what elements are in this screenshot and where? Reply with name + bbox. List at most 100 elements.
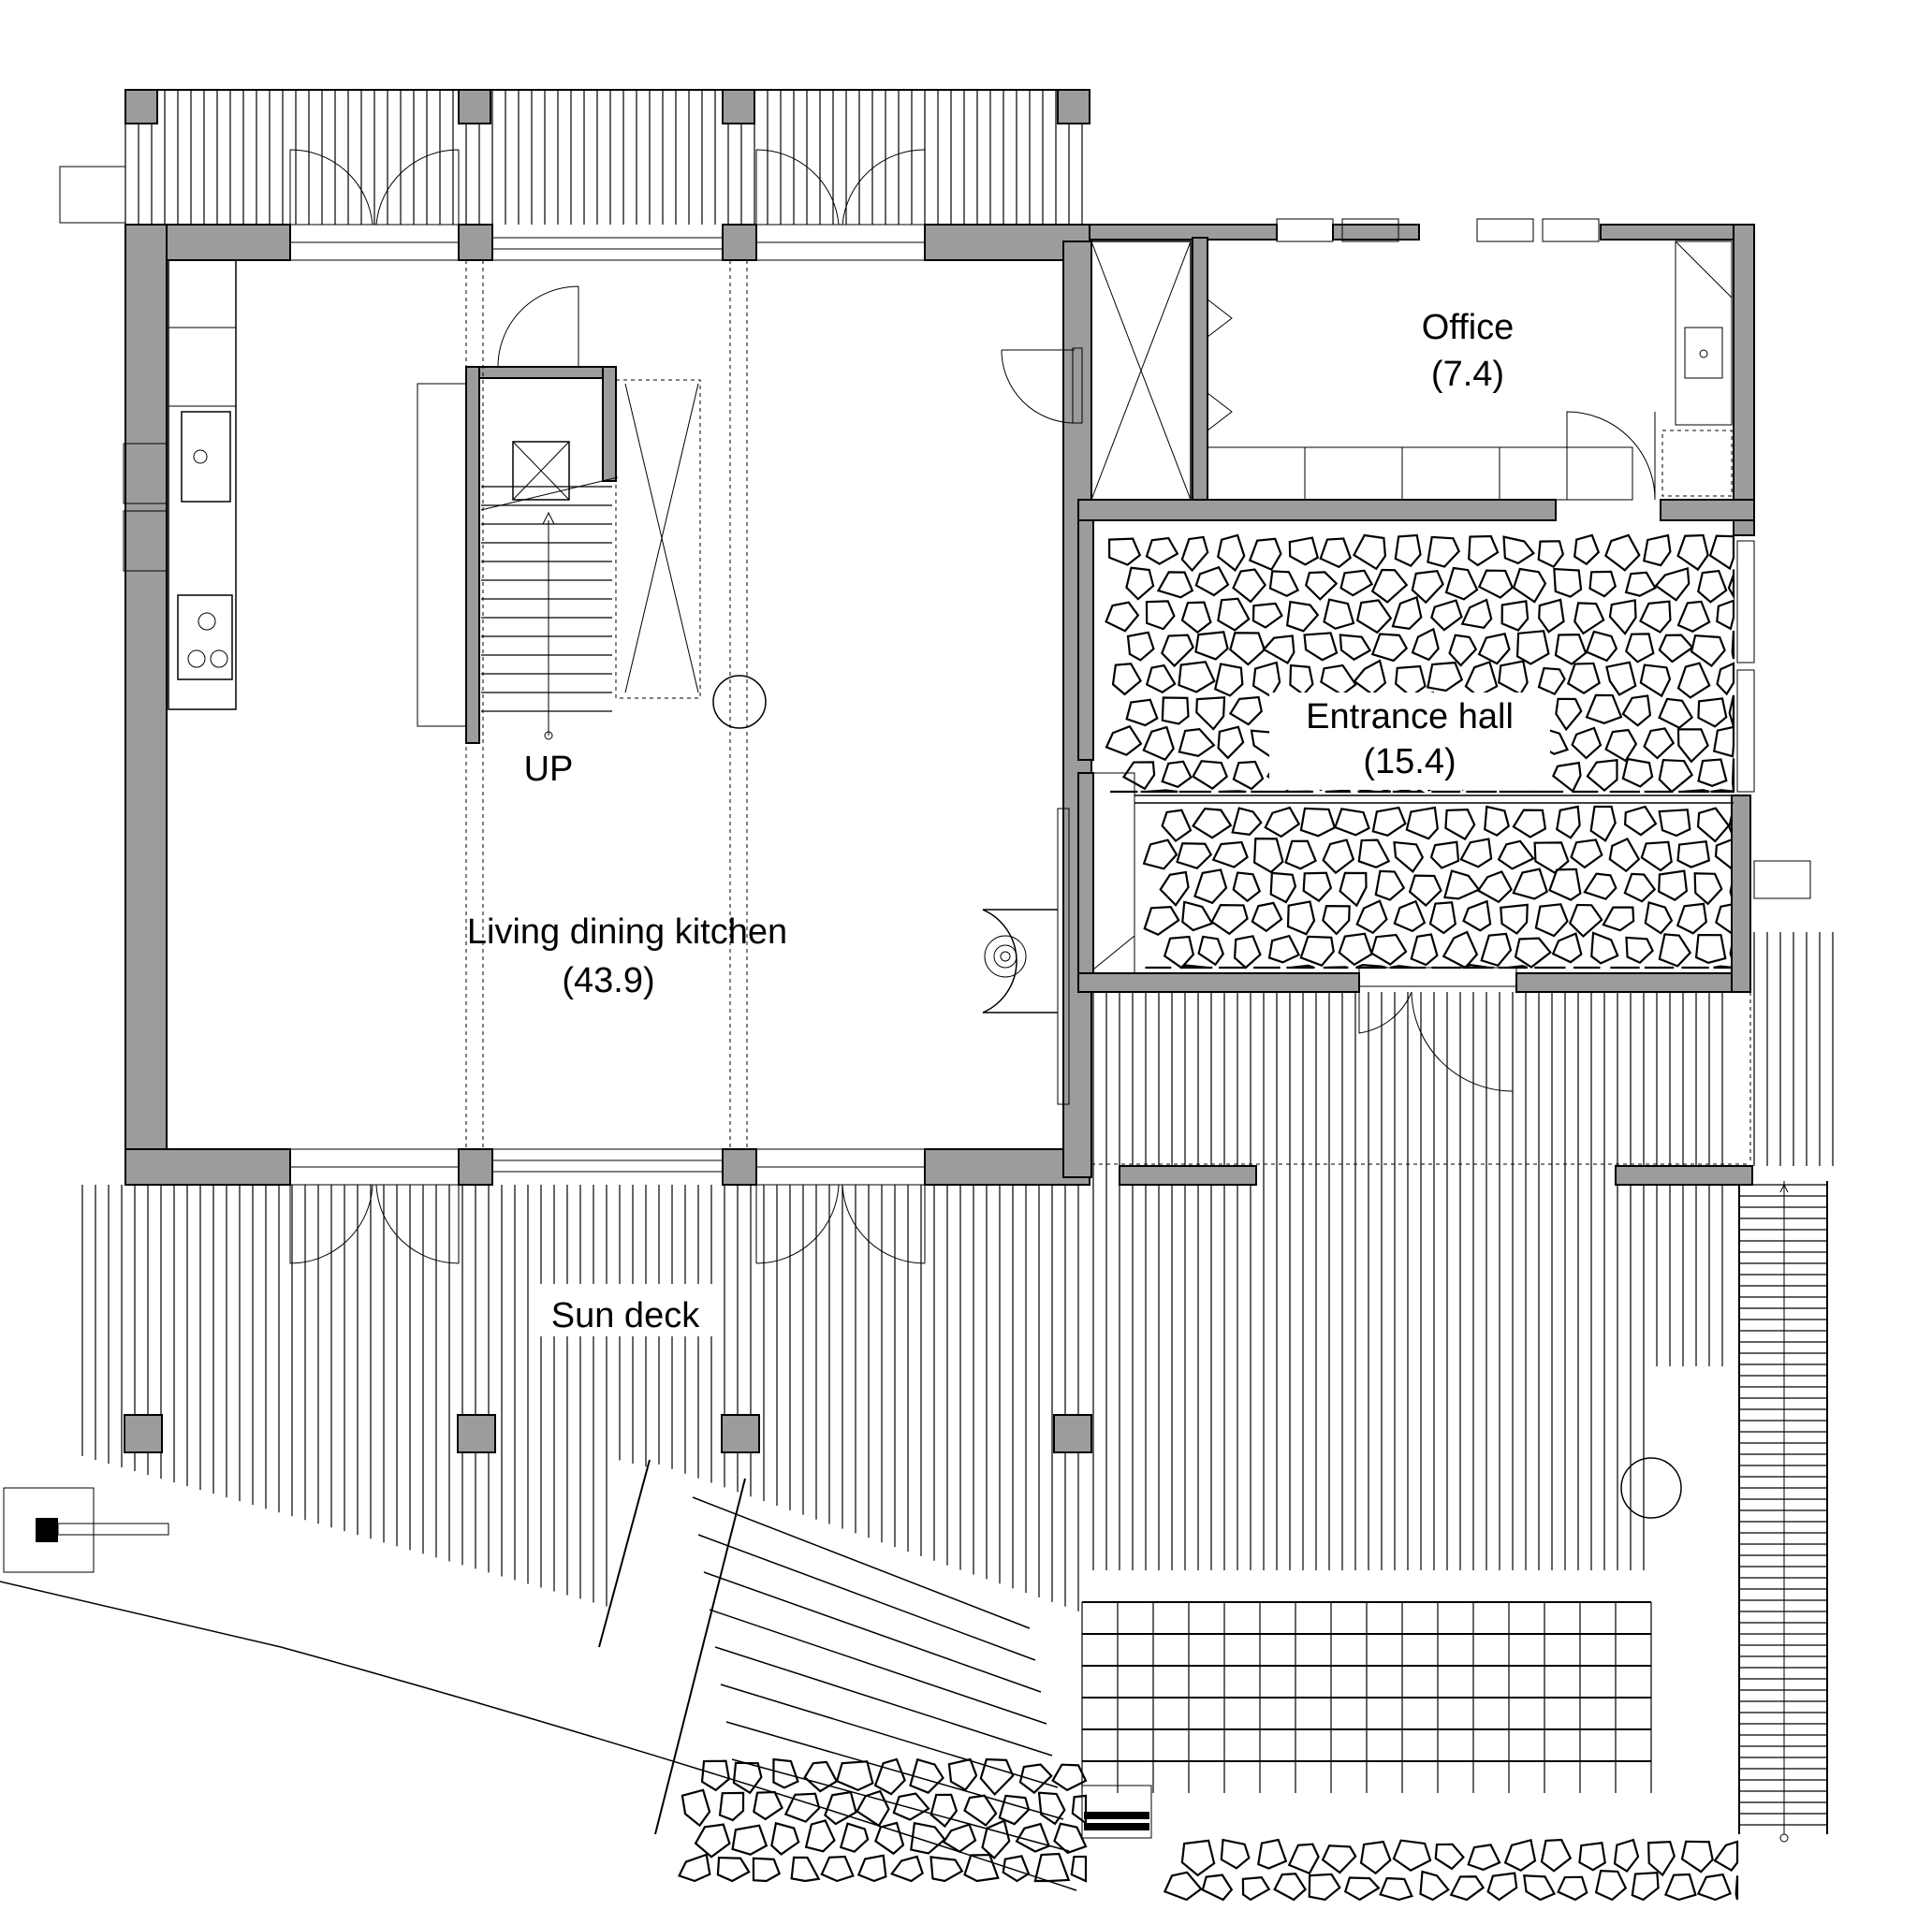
paving-stone — [1604, 728, 1638, 763]
paving-stone — [1267, 934, 1301, 964]
paving-stone — [1322, 838, 1355, 875]
paving-stone — [1497, 839, 1535, 870]
paving-stone — [1557, 1875, 1588, 1902]
paving-stone — [1639, 663, 1672, 698]
paving-stone — [963, 1853, 1000, 1883]
paving-stone — [1268, 570, 1300, 598]
paving-stone — [1621, 757, 1654, 788]
paving-stone — [1394, 533, 1422, 568]
paving-stone — [1339, 634, 1372, 662]
paving-stone — [1411, 627, 1440, 662]
paving-stone — [1585, 693, 1623, 724]
paving-stone — [1251, 602, 1283, 629]
paving-stone — [1728, 694, 1735, 727]
paving-stone — [1197, 935, 1224, 967]
paving-stone — [1658, 809, 1691, 838]
paving-stone — [874, 1821, 905, 1856]
entrance-step — [1092, 772, 1734, 974]
paving-stone — [1690, 634, 1726, 667]
paving-stone — [1573, 602, 1605, 635]
paving-stone — [1548, 868, 1582, 901]
paving-stone — [1716, 599, 1735, 631]
paving-stone — [1391, 595, 1423, 631]
paving-stone — [1462, 899, 1492, 932]
paving-stone — [1555, 697, 1583, 732]
paving-stone — [1105, 724, 1143, 756]
paving-stone — [1537, 540, 1565, 569]
paving-stone — [1302, 871, 1333, 903]
paving-stone — [1515, 630, 1550, 665]
paving-stone — [1428, 901, 1457, 935]
paving-stone — [1176, 842, 1213, 870]
paving-stone — [1605, 661, 1637, 696]
paving-stone — [1299, 935, 1335, 968]
office-area: (7.4) — [1431, 355, 1504, 394]
paving-stone — [1419, 1870, 1450, 1902]
paving-stone — [1142, 725, 1175, 762]
paving-stone — [1269, 871, 1297, 904]
paving-stone — [1143, 906, 1180, 937]
paving-stone — [753, 1790, 783, 1821]
paving-stone — [1697, 697, 1728, 728]
paving-stone — [1213, 663, 1244, 697]
diagonal-step — [714, 1646, 1053, 1757]
paving-stone — [1303, 632, 1339, 662]
paving-stone — [1111, 663, 1143, 696]
paving-stone — [732, 1761, 763, 1795]
paving-stone — [1712, 725, 1735, 758]
paving-stone — [1578, 1842, 1606, 1872]
paving-stone — [1370, 568, 1409, 604]
paving-stone — [1211, 840, 1249, 868]
paving-stone — [1512, 809, 1547, 838]
entrance-hall-name: Entrance hall — [1306, 697, 1514, 736]
paving-stone — [1231, 807, 1263, 836]
paving-stone — [1248, 537, 1282, 572]
entrance-label-bg — [1269, 693, 1550, 790]
paving-stone — [1502, 535, 1535, 565]
paving-stone — [1163, 1871, 1203, 1902]
paving-stone — [1594, 1869, 1628, 1902]
paving-stone — [1477, 569, 1515, 599]
paving-stone — [1179, 964, 1213, 970]
paving-stone — [1156, 571, 1194, 599]
paving-stone — [1408, 874, 1442, 907]
paving-stone — [1264, 806, 1301, 838]
paving-stone — [1053, 1822, 1088, 1855]
paving-stone — [1658, 869, 1689, 901]
paving-stone — [1145, 536, 1179, 565]
paving-stone — [1731, 758, 1735, 792]
paving-stone — [1308, 1873, 1341, 1902]
paving-stone — [1195, 696, 1226, 731]
office-fixtures — [1207, 241, 1733, 501]
paving-stone — [873, 1757, 906, 1796]
paving-stone — [803, 1760, 839, 1793]
paving-stone — [783, 1792, 821, 1823]
paving-stone — [1713, 965, 1734, 970]
paving-stone — [1573, 533, 1601, 566]
paving-stone — [1484, 805, 1511, 837]
paving-stone — [804, 1819, 836, 1853]
paving-stone — [1323, 966, 1349, 970]
paving-stone — [1286, 964, 1315, 970]
paving-stone — [1696, 807, 1731, 843]
paving-stone — [718, 1791, 745, 1822]
paving-stone — [1523, 1874, 1557, 1902]
paving-stone — [1071, 1794, 1088, 1826]
paving-stone — [1477, 632, 1511, 665]
paving-stone — [1625, 936, 1654, 965]
paving-stone — [1500, 903, 1529, 935]
paving-stone — [1194, 565, 1230, 597]
paving-stone — [1571, 726, 1603, 760]
paving-stone — [1051, 1763, 1088, 1792]
living-room-area: (43.9) — [562, 961, 654, 1000]
paving-stone — [1503, 1838, 1537, 1872]
paving-stone — [1554, 633, 1588, 665]
diagonal-step — [720, 1684, 1059, 1788]
paving-stone — [1556, 805, 1581, 839]
paving-stone — [1320, 663, 1357, 696]
paving-stone — [1444, 566, 1479, 601]
paving-stone — [1613, 1838, 1640, 1874]
paving-stone — [1299, 807, 1337, 838]
paving-stone — [1480, 932, 1513, 968]
